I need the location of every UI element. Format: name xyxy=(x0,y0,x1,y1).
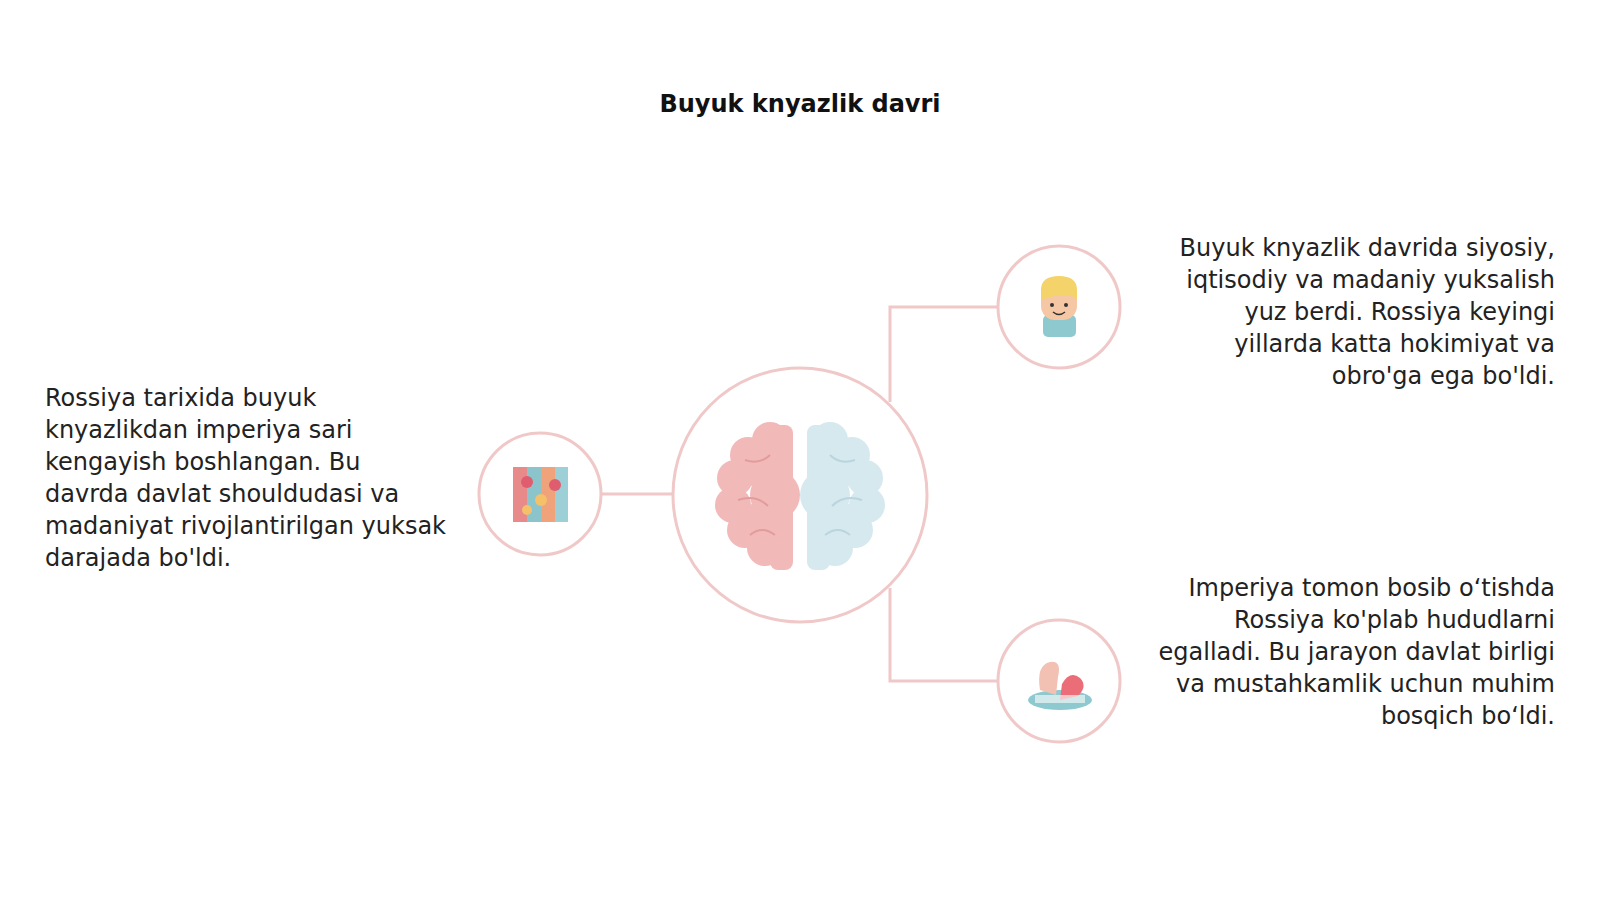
left-description: Rossiya tarixida buyuk knyazlikdan imper… xyxy=(45,382,450,574)
circles xyxy=(479,246,1120,742)
hands-icon xyxy=(1028,662,1092,710)
puzzle-icon xyxy=(513,467,568,522)
brain-icon xyxy=(715,422,885,570)
diagram-title: Buyuk knyazlik davri xyxy=(500,89,1100,119)
connector-lines xyxy=(602,307,997,681)
bottom-right-description: Imperiya tomon bosib o‘tishda Rossiya ko… xyxy=(1140,572,1555,732)
top-right-description: Buyuk knyazlik davrida siyosiy, iqtisodi… xyxy=(1150,232,1555,392)
person-icon xyxy=(1041,276,1077,337)
